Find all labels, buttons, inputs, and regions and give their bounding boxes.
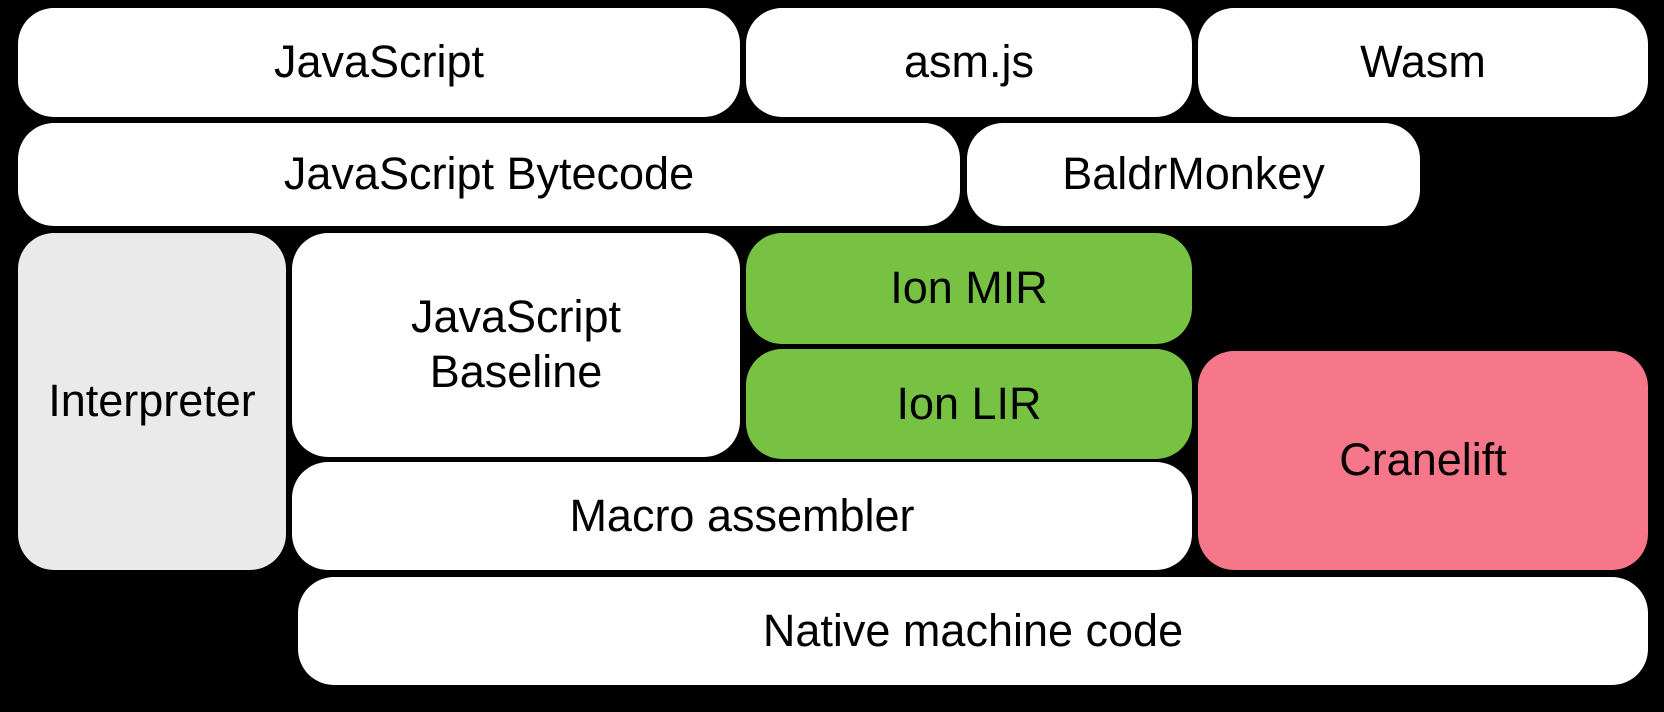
box-ion-lir: Ion LIR <box>746 349 1192 459</box>
box-ion-mir: Ion MIR <box>746 233 1192 344</box>
box-javascript-bytecode: JavaScript Bytecode <box>18 123 960 226</box>
box-macro-assembler: Macro assembler <box>292 462 1192 570</box>
box-baldrmonkey: BaldrMonkey <box>967 123 1420 226</box>
box-asmjs: asm.js <box>746 8 1192 117</box>
box-cranelift: Cranelift <box>1198 351 1648 570</box>
box-javascript-baseline: JavaScript Baseline <box>292 233 740 457</box>
box-interpreter: Interpreter <box>18 233 286 570</box>
box-wasm: Wasm <box>1198 8 1648 117</box>
box-javascript: JavaScript <box>18 8 740 117</box>
box-native-machine-code: Native machine code <box>298 577 1648 685</box>
